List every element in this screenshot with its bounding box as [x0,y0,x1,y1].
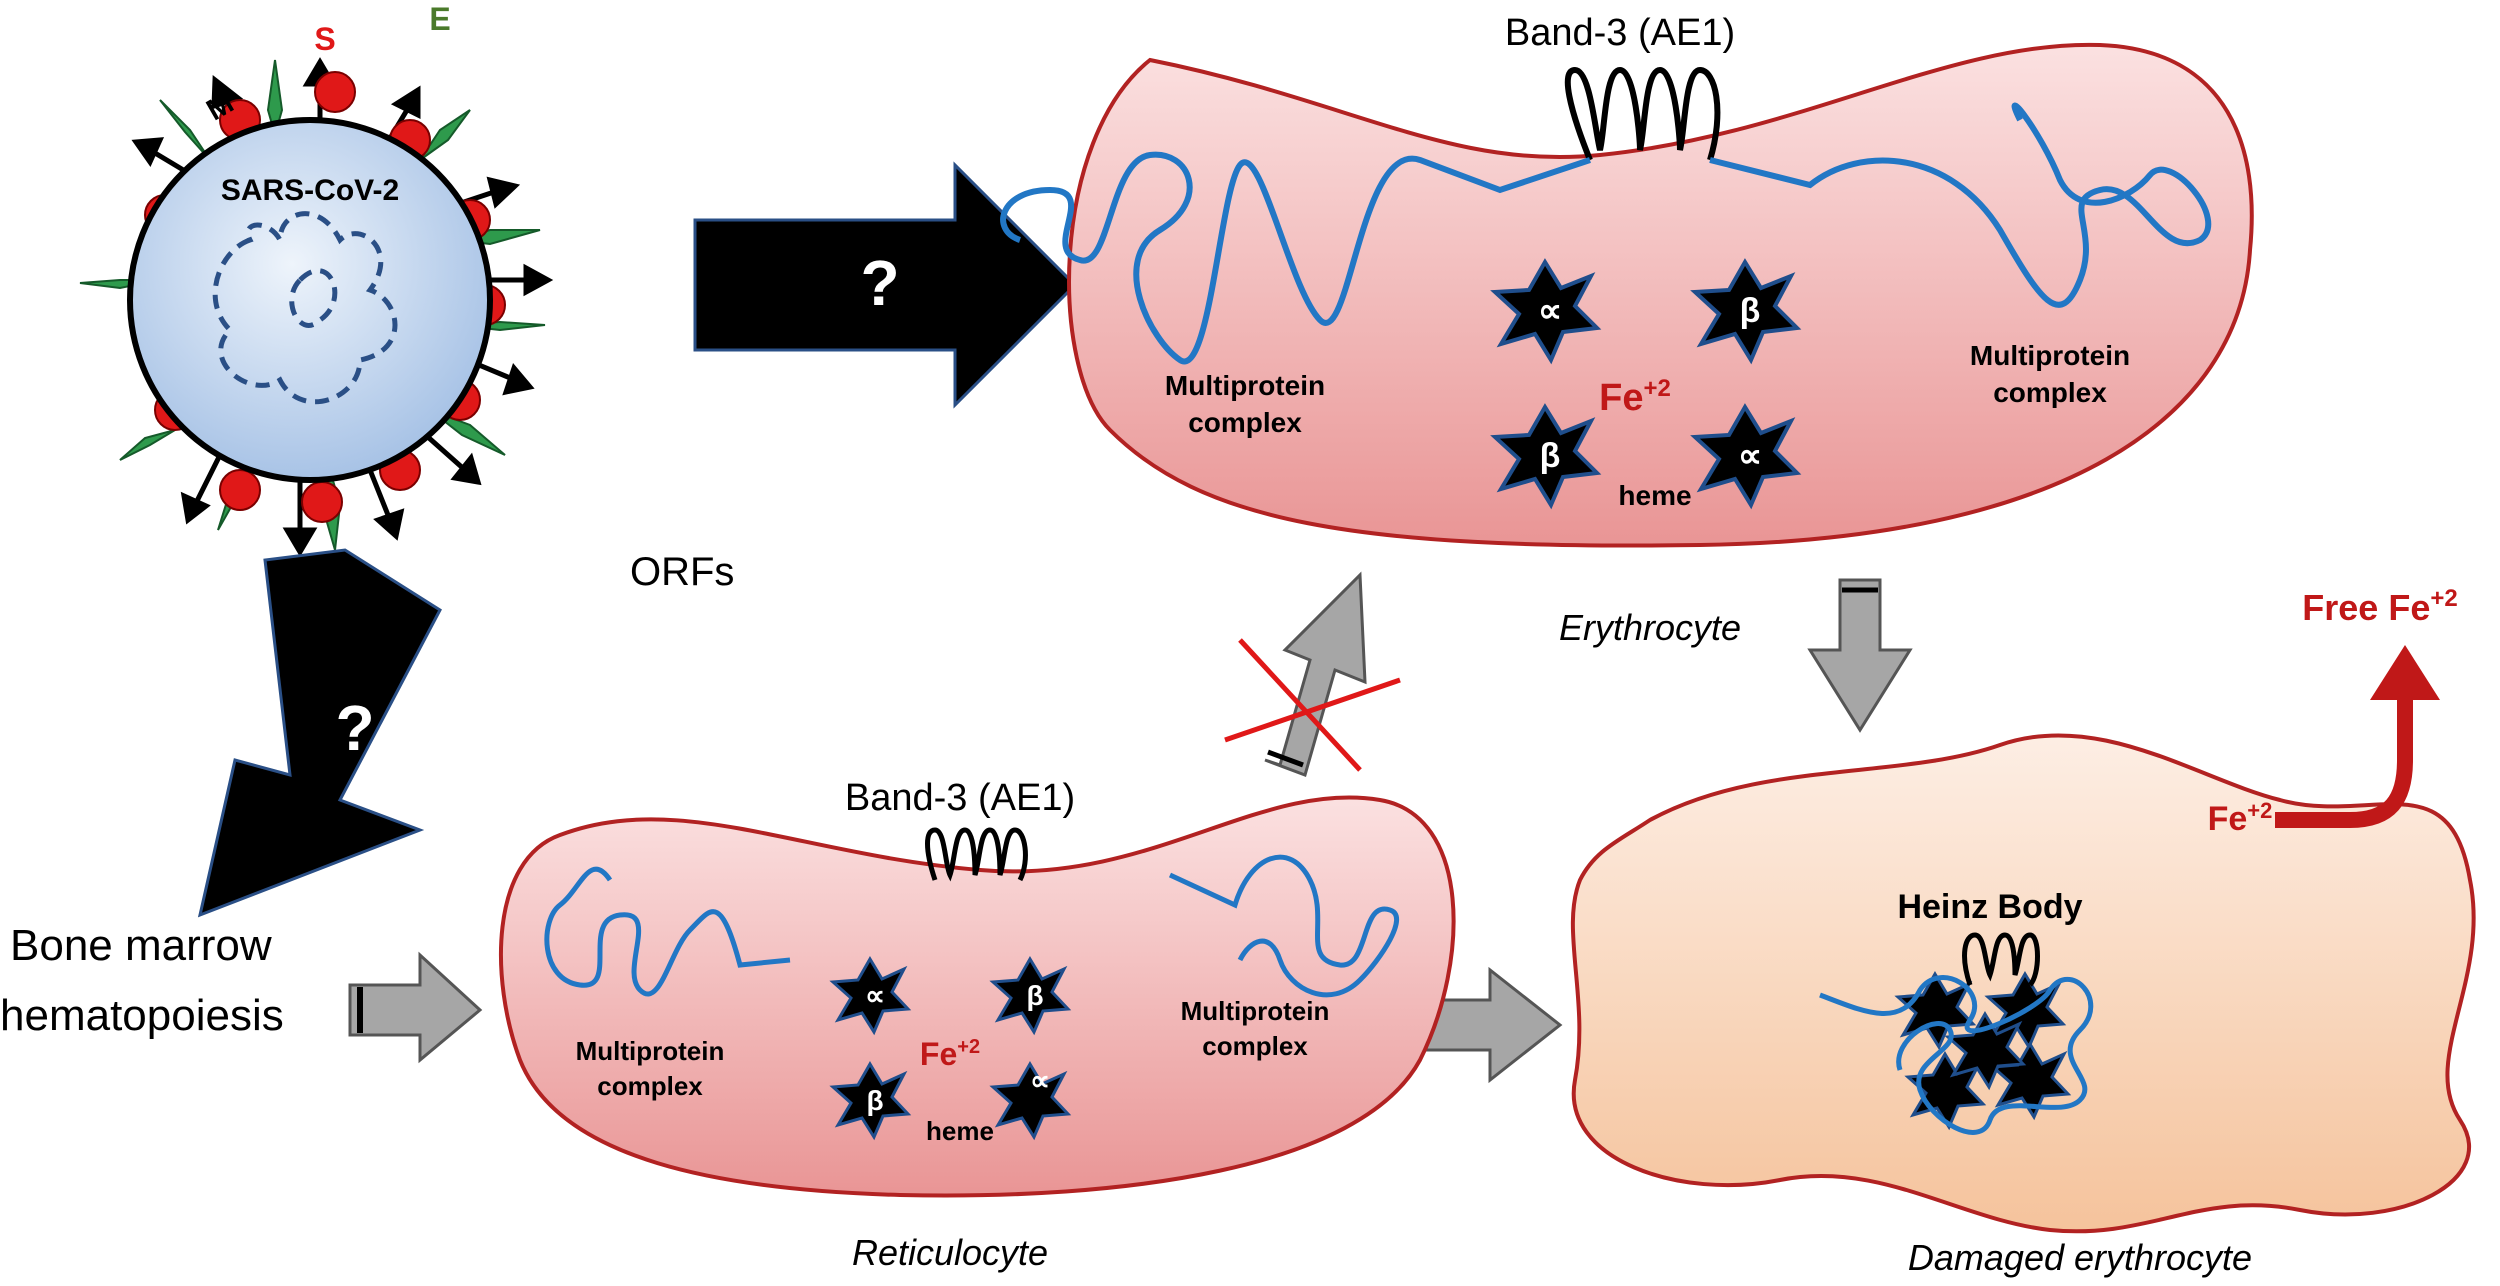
heinz-body-aggregate [1819,932,2094,1135]
ery-alpha-1: ∝ [1538,292,1562,330]
ery-complex-left-1: Multiprotein [1165,370,1325,401]
ery-beta-1: β [1740,292,1761,330]
free-fe-arrowhead [2370,645,2440,700]
question-mark-right: ? [860,247,899,319]
band3-erythrocyte [1564,66,1721,162]
ery-heme: heme [1618,480,1691,511]
heinz-body-label: Heinz Body [1897,888,2082,926]
bone-marrow-line2: hematopoiesis [0,991,284,1040]
spectrin-left [1000,151,1591,365]
erythrocyte-caption: Erythrocyte [1559,607,1741,648]
orfs-label: ORFs [630,550,734,594]
damaged-erythrocyte-caption: Damaged erythrocyte [1908,1237,2252,1278]
reticulocyte-cell: Band-3 (AE1) Multiprotein complex Multip… [498,777,1456,1198]
block-cross-2 [1224,677,1401,743]
arrow-bone-marrow-to-reticulocyte [348,951,483,1064]
virus: SARS-CoV-2 S E M [79,1,554,557]
arrow-erythrocyte-to-damaged [1807,578,1913,733]
ret-alpha-1: ∝ [865,980,885,1011]
ery-complex-right-2: complex [1993,377,2107,408]
ery-alpha-2: ∝ [1738,437,1762,475]
damaged-fe: Fe+2 [2208,798,2273,838]
bone-marrow-line1: Bone marrow [10,921,272,970]
reticulocyte-caption: Reticulocyte [852,1232,1048,1273]
free-fe-label: Free Fe+2 [2302,585,2457,628]
ret-beta-1: β [1026,980,1043,1011]
arrow-virus-to-bone-marrow: ? [197,548,442,918]
virus-label: SARS-CoV-2 [221,174,399,207]
block-cross-1 [1238,638,1362,772]
ret-hemoglobin: ∝ β β ∝ Fe+2 heme [831,957,1070,1146]
arrow-virus-to-erythrocyte: ? [693,161,1078,409]
spectrin-right [1709,102,2211,308]
ret-complex-right-2: complex [1202,1031,1308,1061]
free-fe-arrow [2275,690,2413,828]
ret-alpha-2: ∝ [1030,1065,1050,1096]
s-protein-label: S [314,21,335,57]
damaged-erythrocyte-cell: Heinz Body Fe+2 Free Fe+2 [1570,585,2476,1234]
ery-complex-left-2: complex [1188,407,1302,438]
virus-body [127,117,493,483]
ret-spectrin-right [1168,854,1399,998]
e-protein-label: E [429,1,450,37]
ret-beta-2: β [866,1085,883,1116]
band3-erythrocyte-label: Band-3 (AE1) [1505,12,1735,54]
ery-beta-2: β [1540,437,1561,475]
ret-heme: heme [926,1116,994,1146]
question-mark-down: ? [335,692,374,764]
ret-spectrin-left [544,866,791,997]
ery-hemoglobin: ∝ β β ∝ Fe+2 heme [1493,260,1799,511]
viral-rna [212,211,398,405]
ery-fe: Fe+2 [1599,375,1671,419]
ery-complex-right-1: Multiprotein [1970,340,2130,371]
erythrocyte-cell: Band-3 (AE1) Multiprotein complex Multip… [1000,12,2254,548]
ret-complex-right-1: Multiprotein [1181,996,1330,1026]
band3-reticulocyte [925,827,1028,882]
ret-fe: Fe+2 [920,1036,980,1072]
ret-complex-left-1: Multiprotein [576,1036,725,1066]
arrow-reticulocyte-to-erythrocyte-blocked [1224,571,1401,777]
band3-reticulocyte-label: Band-3 (AE1) [845,777,1075,819]
ret-complex-left-2: complex [597,1071,703,1101]
